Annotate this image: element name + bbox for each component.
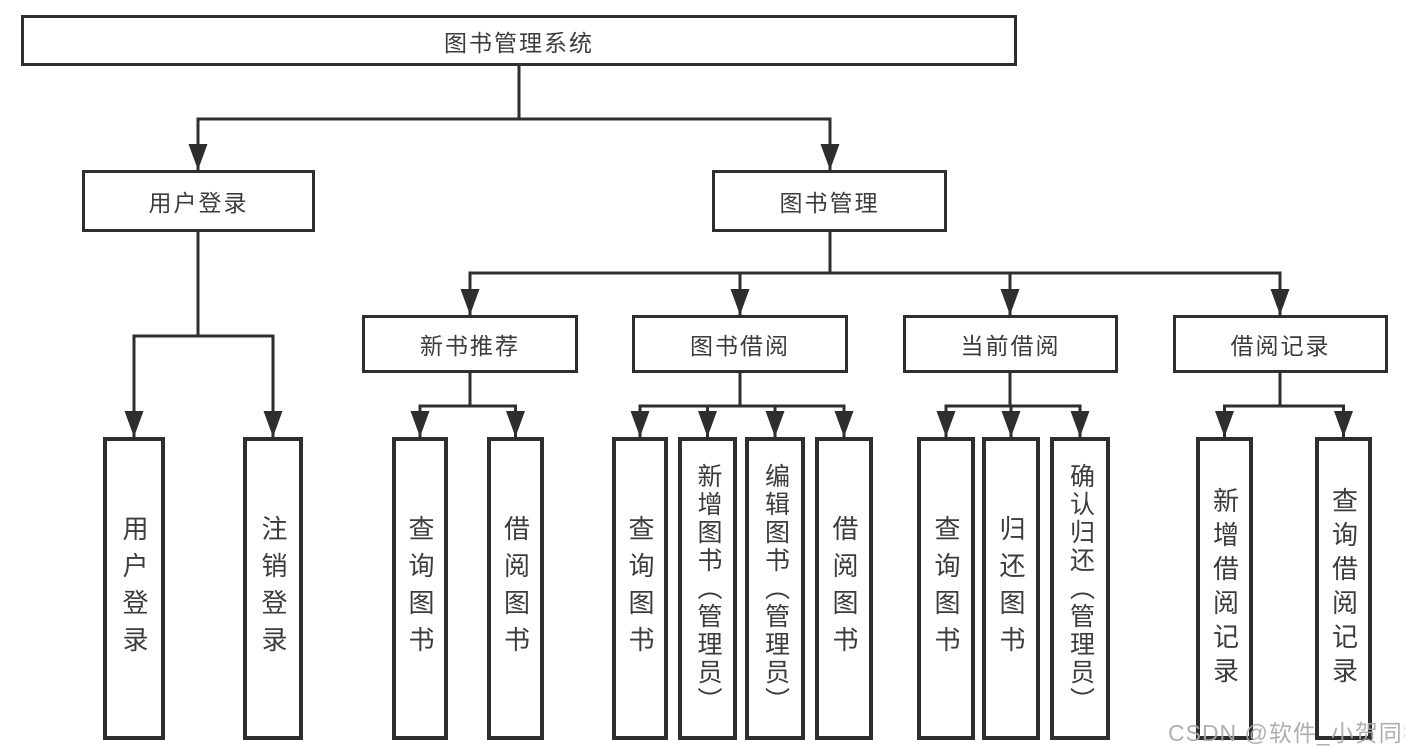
leaf-query-borrow-record-label: 查询借阅记录 bbox=[1328, 486, 1359, 691]
leaf-add-books-admin-label: 新增图书（管理员） bbox=[694, 462, 722, 715]
leaf-query-books-recommend: 查询图书 bbox=[392, 437, 448, 740]
leaf-borrow-books-borrowing: 借阅图书 bbox=[815, 437, 873, 740]
leaf-return-books-label: 归还图书 bbox=[996, 514, 1026, 663]
leaf-add-books-admin: 新增图书（管理员） bbox=[678, 437, 737, 740]
leaf-borrow-books-borrowing-label: 借阅图书 bbox=[829, 514, 859, 663]
leaf-query-books-current-label: 查询图书 bbox=[931, 514, 961, 663]
node-book-management: 图书管理 bbox=[712, 170, 947, 232]
leaf-edit-books-admin: 编辑图书（管理员） bbox=[745, 437, 805, 740]
leaf-edit-books-admin-label: 编辑图书（管理员） bbox=[761, 462, 790, 715]
leaf-user-login: 用户登录 bbox=[103, 437, 165, 740]
leaf-borrow-books-recommend-label: 借阅图书 bbox=[500, 514, 531, 663]
node-new-book-recommend: 新书推荐 bbox=[362, 315, 578, 373]
leaf-confirm-return-admin-label: 确认归还（管理员） bbox=[1066, 462, 1095, 715]
leaf-confirm-return-admin: 确认归还（管理员） bbox=[1050, 437, 1110, 740]
leaf-logout: 注销登录 bbox=[243, 437, 303, 740]
leaf-return-books: 归还图书 bbox=[982, 437, 1040, 740]
leaf-query-books-recommend-label: 查询图书 bbox=[405, 514, 435, 663]
leaf-add-borrow-record: 新增借阅记录 bbox=[1196, 437, 1253, 740]
node-borrowing-records: 借阅记录 bbox=[1173, 315, 1388, 373]
leaf-borrow-books-recommend: 借阅图书 bbox=[487, 437, 544, 740]
node-root: 图书管理系统 bbox=[21, 15, 1017, 66]
leaf-user-login-label: 用户登录 bbox=[119, 514, 149, 663]
node-user-login: 用户登录 bbox=[82, 170, 315, 232]
leaf-logout-label: 注销登录 bbox=[258, 514, 288, 663]
node-current-borrowing: 当前借阅 bbox=[903, 315, 1118, 373]
leaf-query-borrow-record: 查询借阅记录 bbox=[1315, 437, 1372, 740]
node-book-borrowing: 图书借阅 bbox=[632, 315, 848, 373]
leaf-query-books-borrowing: 查询图书 bbox=[612, 437, 668, 740]
leaf-query-books-current: 查询图书 bbox=[917, 437, 975, 740]
leaf-add-borrow-record-label: 新增借阅记录 bbox=[1209, 486, 1240, 691]
leaf-query-books-borrowing-label: 查询图书 bbox=[625, 514, 655, 663]
csdn-watermark: CSDN @软件_小贺同学 bbox=[1168, 720, 1405, 746]
